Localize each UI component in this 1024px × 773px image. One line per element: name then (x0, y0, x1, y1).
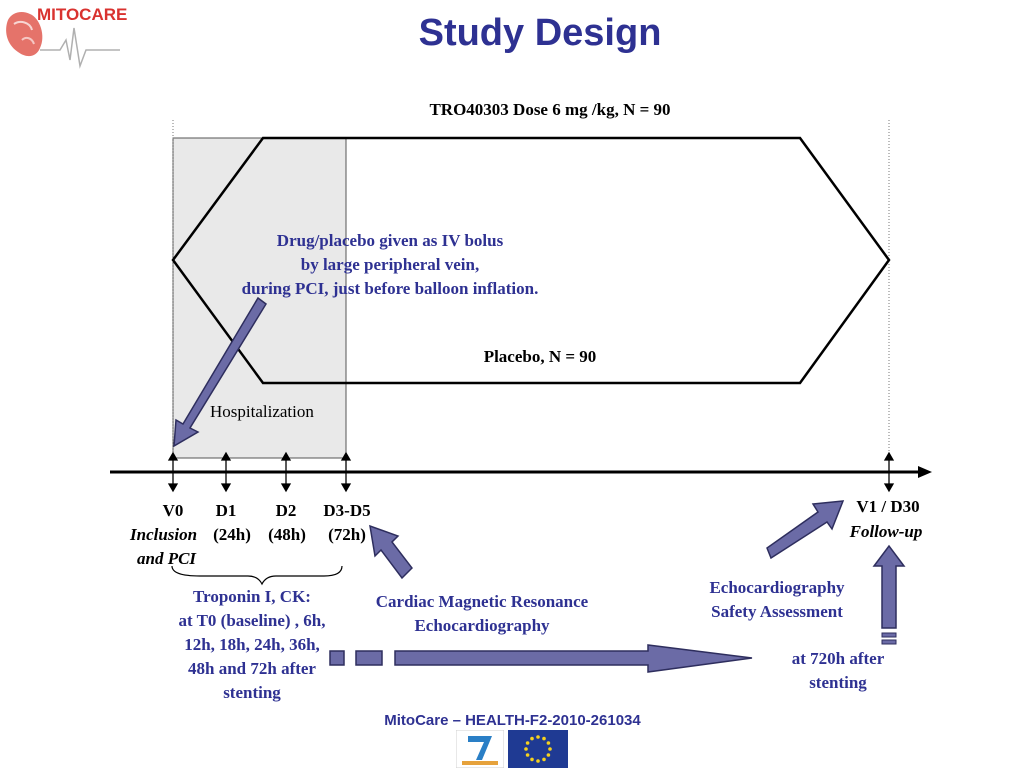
troponin-sampling-note: Troponin I, CK: at T0 (baseline) , 6h, 1… (150, 585, 354, 705)
echo-note-line: Echocardiography (709, 578, 845, 597)
final-note-line: stenting (809, 673, 867, 692)
followup-arrow (872, 544, 906, 629)
eu-flag (508, 730, 568, 768)
timepoint-d2: D2 (275, 501, 297, 520)
timepoint-v1-sub: Follow-up (849, 522, 923, 541)
troponin-note-line: 12h, 18h, 24h, 36h, (184, 635, 320, 654)
drug-arm-label: TRO40303 Dose 6 mg /kg, N = 90 (429, 100, 671, 119)
timepoint-d3-d5: D3-D5 (323, 501, 371, 520)
cmr-note: Cardiac Magnetic Resonance Echocardiogra… (352, 590, 612, 638)
heart-ecg-icon (6, 12, 120, 69)
echo-arrow (766, 500, 845, 560)
timepoint-d1: D1 (215, 501, 237, 520)
timepoint-v0: V0 (162, 501, 184, 520)
cmr-note-line: Echocardiography (414, 616, 550, 635)
timepoint-ticks (167, 451, 895, 493)
echo-note-line: Safety Assessment (711, 602, 843, 621)
bolus-arrow (173, 296, 267, 448)
timepoint-d3-d5-sub: (72h) (328, 525, 366, 544)
page-title: Study Design (418, 12, 662, 54)
troponin-note-line: 48h and 72h after (188, 659, 316, 678)
placebo-arm-label: Placebo, N = 90 (483, 347, 597, 366)
fp7-cooperation-icon (455, 729, 505, 769)
troponin-note-line: at T0 (baseline) , 6h, (178, 611, 326, 630)
final-visit-note: at 720h after stenting (776, 647, 900, 695)
drug-administration-note: Drug/placebo given as IV bolus by large … (200, 229, 580, 301)
final-note-line: at 720h after (791, 649, 885, 668)
cmr-note-line: Cardiac Magnetic Resonance (375, 592, 589, 611)
echo-safety-note: Echocardiography Safety Assessment (690, 576, 864, 624)
fp7-logo (455, 729, 505, 769)
timepoint-v0-sub: Inclusion (130, 525, 198, 544)
drug-note-line: Drug/placebo given as IV bolus (276, 231, 504, 250)
hospitalization-label: Hospitalization (210, 402, 314, 421)
sampling-brace (171, 565, 343, 586)
timepoint-v0-extra: and PCI (137, 549, 197, 568)
timepoint-v1: V1 / D30 (856, 497, 920, 516)
drug-note-line: during PCI, just before balloon inflatio… (241, 279, 539, 298)
logo-text: MITOCARE (37, 5, 128, 24)
cmr-arrow (369, 524, 413, 580)
time-progress-arrow (329, 644, 753, 673)
timepoint-d1-sub: (24h) (213, 525, 251, 544)
treatment-arms-hexagon (171, 136, 891, 385)
drug-note-line: by large peripheral vein, (300, 255, 480, 274)
timeline-arrowhead (918, 466, 932, 478)
troponin-note-line: Troponin I, CK: (193, 587, 311, 606)
eu-flag-icon (508, 730, 568, 768)
troponin-note-line: stenting (223, 683, 281, 702)
footer-grant-text: MitoCare – HEALTH-F2-2010-261034 (384, 712, 641, 729)
timepoint-d2-sub: (48h) (268, 525, 306, 544)
mitocare-logo (0, 0, 125, 72)
